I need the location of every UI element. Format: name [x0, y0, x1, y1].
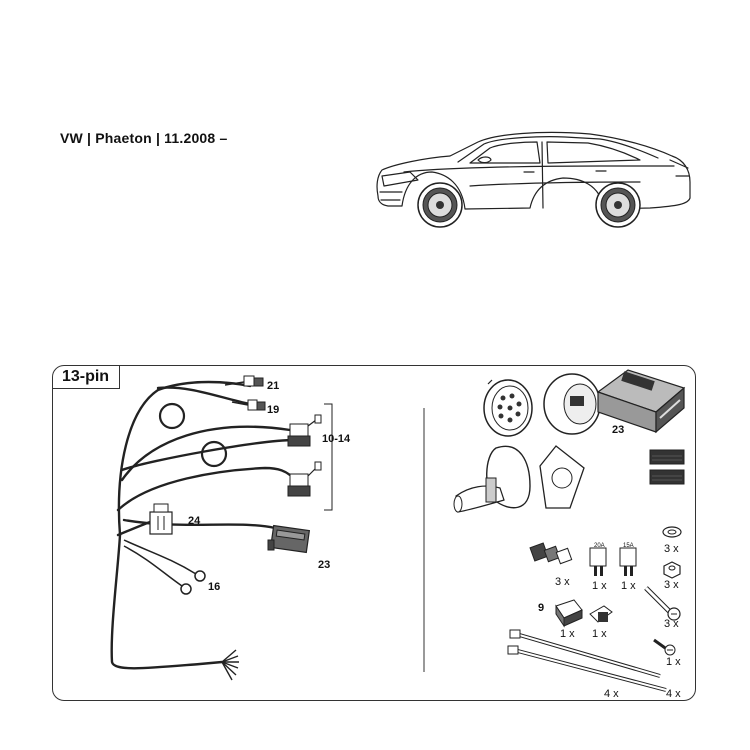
qty-self-tapping-screw: 1 x: [666, 656, 681, 668]
socket-type-tab: 13-pin: [52, 365, 120, 389]
qty-bolt: 3 x: [664, 618, 679, 630]
self-tapping-screw: [653, 638, 676, 656]
front-wheel: [417, 182, 463, 228]
cable-loop: [158, 402, 186, 430]
qty-fuse-15a: 1 x: [621, 580, 636, 592]
wire-ends: [221, 649, 239, 681]
label-9: 9: [538, 602, 544, 614]
fuse-20a-rating: 20A: [594, 543, 605, 549]
adhesive-pad: [649, 449, 685, 465]
cable-tie: [509, 629, 661, 678]
cable-loop: [200, 440, 228, 468]
connector-10-14-upper: [287, 414, 322, 447]
washer: [662, 526, 682, 538]
label-16: 16: [208, 581, 220, 593]
bolt: [644, 586, 681, 621]
qty-connector-blocks: 3 x: [555, 576, 570, 588]
qty-part-9-housing: 1 x: [560, 628, 575, 640]
part-9-housing: [555, 599, 583, 628]
connector-blocks: [529, 542, 573, 565]
fuse-20a: [589, 547, 607, 576]
qty-washer: 3 x: [664, 543, 679, 555]
qty-cable-ties-long: 4 x: [666, 688, 681, 700]
label-23-harness: 23: [318, 559, 330, 571]
socket-face: [483, 379, 533, 437]
adhesive-pad: [649, 469, 685, 485]
socket-mounting-plate: [453, 445, 531, 513]
label-10-14: 10-14: [322, 433, 351, 445]
fuse-15a: [619, 547, 637, 576]
bracket-10-14: [324, 403, 333, 511]
socket-cover: [543, 373, 601, 435]
nut: [663, 561, 681, 579]
fuse-15a-rating: 15A: [623, 543, 634, 549]
cable-tie-long: [507, 645, 667, 692]
qty-cable-ties: 4 x: [604, 688, 619, 700]
rubber-seal: [539, 445, 585, 509]
label-21: 21: [267, 380, 279, 392]
kit-contents-panel: [52, 365, 696, 701]
qty-fuse-20a: 1 x: [592, 580, 607, 592]
part-9-plug: [589, 605, 613, 623]
label-19: 19: [267, 404, 279, 416]
label-24: 24: [188, 515, 201, 527]
connector-21: [224, 375, 264, 387]
electronic-module-23: [596, 369, 686, 434]
connector-10-14-lower: [287, 461, 322, 497]
rear-wheel: [595, 182, 641, 228]
qty-part-9-plug: 1 x: [592, 628, 607, 640]
connector-23-harness: [267, 524, 311, 554]
connector-24: [149, 503, 173, 535]
ring-terminals-16: [123, 539, 206, 595]
wiring-harness: [110, 380, 297, 670]
vehicle-title: VW | Phaeton | 11.2008 –: [60, 130, 228, 146]
connector-19: [231, 399, 266, 411]
label-23-module: 23: [612, 424, 624, 436]
qty-nut: 3 x: [664, 579, 679, 591]
